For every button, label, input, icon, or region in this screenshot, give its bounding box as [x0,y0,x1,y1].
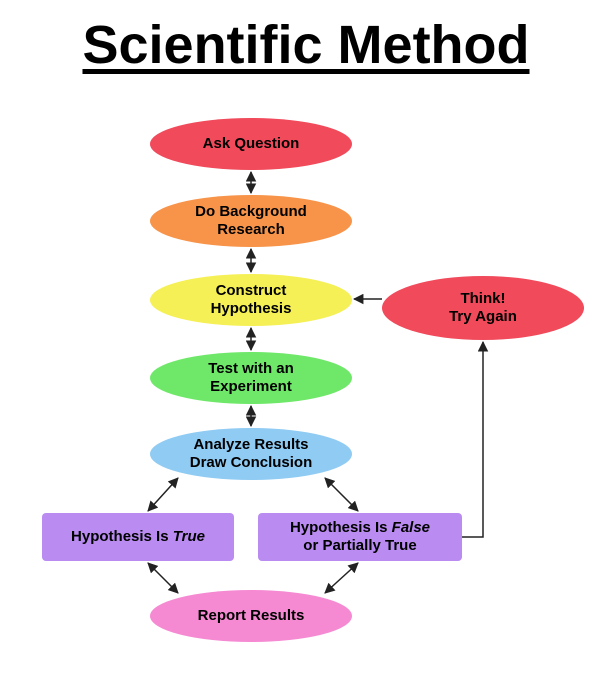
arrow-false-think [462,340,489,538]
arrow-true-report [147,562,179,594]
hypothesis-true-label: Hypothesis Is True [71,528,205,545]
title-text: Scientific Method [82,15,530,75]
ask-question-label: Ask Question [202,135,300,152]
hypothesis-true-node: Hypothesis Is True [42,513,234,561]
report-results-label: Report Results [197,607,305,624]
arrow-analyze-false [324,477,359,512]
ask-question-node: Ask Question [150,118,352,170]
report-results-node: Report Results [150,590,352,642]
think-try-again-label: Think!Try Again [449,290,517,325]
page-title: Scientific Method [0,10,612,80]
arrow-analyze-true [147,477,179,512]
think-try-again-node: Think!Try Again [382,276,584,340]
arrow-false-report [324,562,359,594]
